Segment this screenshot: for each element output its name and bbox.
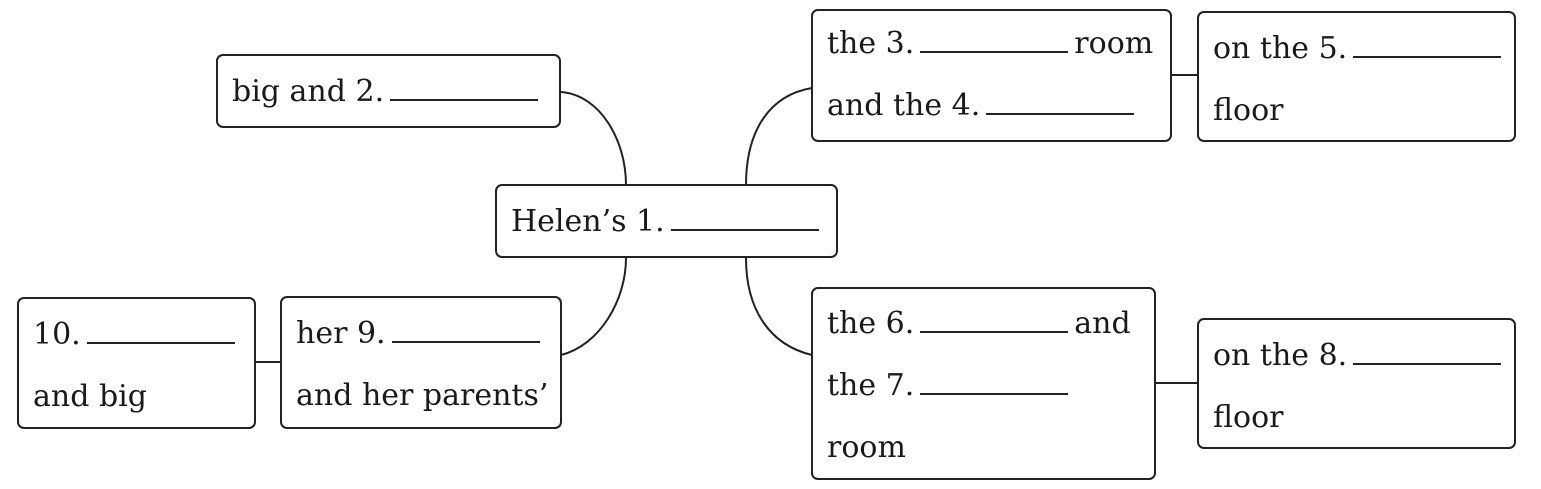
right-top-node-line1-pre: the 3.	[827, 26, 915, 61]
right-bottom-far-node-line2: floor	[1213, 400, 1284, 435]
right-top-far-node-line1: on the 5.	[1213, 31, 1348, 66]
blank-5	[1353, 55, 1502, 58]
blank-1	[670, 228, 819, 231]
right-top-far-node-line2: floor	[1213, 93, 1284, 128]
connector-center-to-right-top	[745, 87, 813, 186]
left-bottom-node: her 9. and her parents’	[280, 296, 562, 429]
right-bottom-far-node-line1: on the 8.	[1213, 338, 1348, 373]
left-bottom-far-node-line2: and big	[33, 379, 147, 414]
right-top-node-line1-post: room	[1074, 26, 1154, 61]
center-node: Helen’s 1.	[495, 184, 838, 258]
right-top-node: the 3. room and the 4.	[811, 9, 1172, 142]
right-bottom-node-line1-post: and	[1074, 306, 1131, 341]
blank-3	[920, 50, 1069, 53]
left-top-node-label: big and 2.	[232, 74, 385, 109]
left-bottom-far-node: 10. and big	[17, 297, 256, 429]
left-bottom-node-line2: and her parents’	[296, 378, 549, 413]
blank-8	[1353, 362, 1502, 365]
left-top-node: big and 2.	[216, 54, 561, 128]
connector-center-to-left-top	[560, 91, 627, 186]
right-bottom-far-node: on the 8. floor	[1197, 318, 1516, 449]
right-bottom-node-line1-pre: the 6.	[827, 306, 915, 341]
center-node-label: Helen’s 1.	[511, 204, 665, 239]
right-bottom-node-line3: room	[827, 430, 906, 465]
connector-center-to-left-bottom	[560, 257, 627, 356]
right-bottom-node-line2-pre: the 7.	[827, 368, 915, 403]
right-top-node-line2-pre: and the 4.	[827, 88, 981, 123]
left-bottom-far-node-line1: 10.	[33, 317, 81, 352]
blank-7	[920, 392, 1069, 395]
blank-9	[391, 340, 540, 343]
blank-4	[986, 112, 1135, 115]
blank-10	[86, 341, 235, 344]
right-top-far-node: on the 5. floor	[1197, 11, 1516, 142]
left-bottom-node-line1: her 9.	[296, 316, 386, 351]
connector-center-to-right-bottom	[745, 257, 813, 356]
right-bottom-node: the 6. and the 7. room	[811, 287, 1156, 480]
blank-2	[390, 98, 539, 101]
blank-6	[920, 330, 1069, 333]
